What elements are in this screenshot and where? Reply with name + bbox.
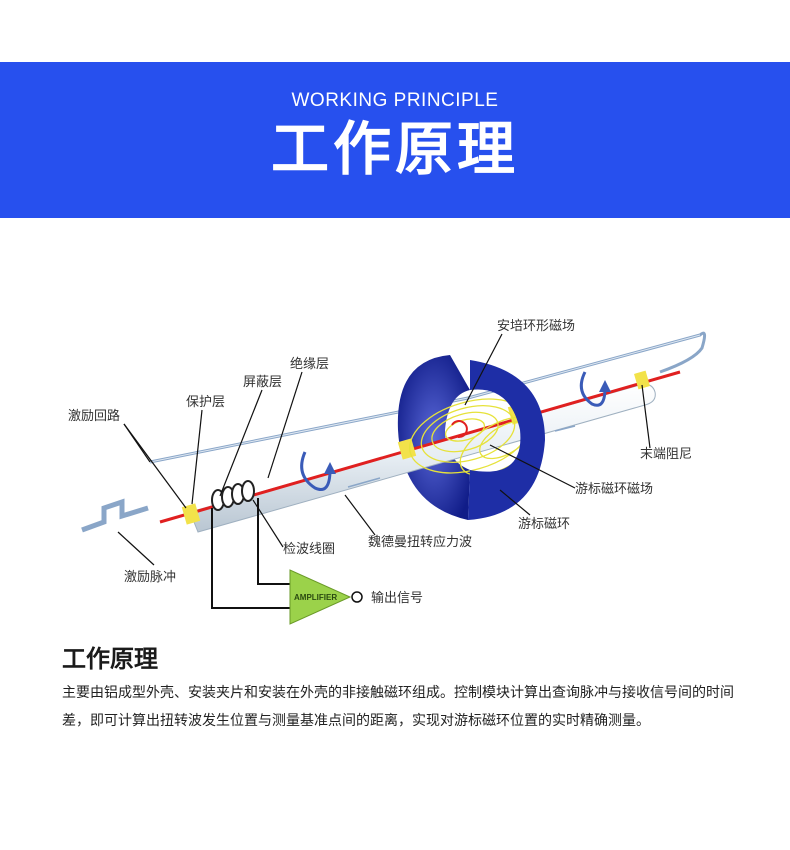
excitation-return-wire	[149, 331, 707, 464]
label-insulation-layer: 绝缘层	[290, 356, 329, 372]
section-title: 工作原理	[62, 645, 158, 673]
amplifier-label: AMPLIFIER	[294, 593, 337, 602]
label-excitation-pulse: 激励脉冲	[124, 570, 176, 585]
header-banner: WORKING PRINCIPLE 工作原理	[0, 62, 790, 218]
working-principle-diagram: AMPLIFIER 安培环形磁场 绝缘层 屏蔽层 保护层 激励回路 末端阻尼 游…	[68, 318, 707, 625]
float-ring-back	[397, 355, 470, 520]
label-shield-layer: 屏蔽层	[243, 375, 282, 390]
label-protection-layer: 保护层	[186, 395, 225, 410]
amplifier-triangle	[289, 569, 352, 625]
torsion-rotation-arrows	[300, 371, 607, 491]
amplifier-wire-b	[257, 498, 290, 585]
label-ampere-ring-field: 安培环形磁场	[497, 318, 575, 334]
label-float-ring: 游标磁环	[518, 517, 570, 532]
label-output-signal: 输出信号	[371, 590, 423, 606]
section-description: 主要由铝成型外壳、安装夹片和安装在外壳的非接触磁环组成。控制模块计算出查询脉冲与…	[62, 685, 734, 729]
label-end-damping: 末端阻尼	[640, 447, 692, 462]
output-node	[351, 591, 363, 603]
float-ring-front	[468, 360, 545, 520]
amplifier-wire-a	[211, 508, 290, 609]
banner-chinese-title: 工作原理	[270, 115, 519, 183]
label-excitation-loop: 激励回路	[68, 408, 120, 424]
label-pickup-coil: 检波线圈	[283, 542, 335, 557]
label-float-ring-field: 游标磁环磁场	[575, 482, 653, 497]
wave-travel-arrows	[347, 425, 576, 488]
excitation-pulse-waveform	[81, 498, 149, 533]
label-wiedemann-wave: 魏德曼扭转应力波	[368, 534, 472, 550]
banner-english-title: WORKING PRINCIPLE	[291, 90, 499, 111]
